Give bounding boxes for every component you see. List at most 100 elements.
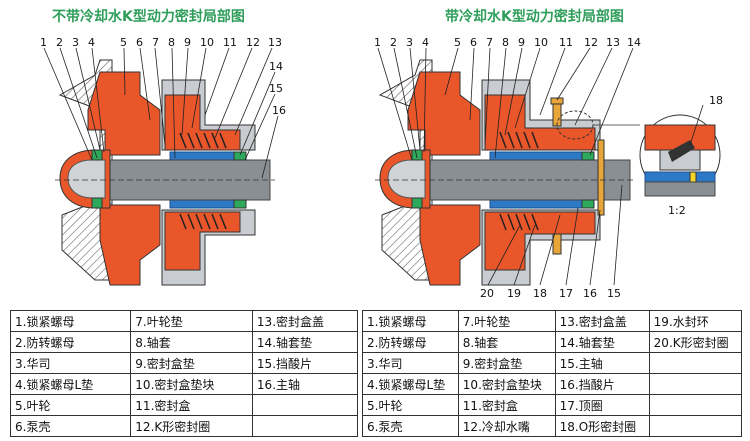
legend-cell: 11.密封盒	[457, 394, 556, 416]
legend-cell: 11.密封盒	[130, 394, 253, 416]
legend-cell	[648, 352, 743, 374]
legend-cell: 9.密封盒垫	[457, 352, 556, 374]
legend-cell	[648, 373, 743, 395]
right-label-7: 7	[486, 36, 493, 49]
legend-cell: 6.泵壳	[362, 415, 459, 437]
left-label-11: 11	[223, 36, 237, 49]
legend-cell: 10.密封盒垫块	[130, 373, 253, 395]
left-label-15: 15	[269, 82, 283, 95]
left-impeller-lower	[99, 204, 161, 286]
right-label-6: 6	[470, 36, 477, 49]
legend-cell: 4.锁紧螺母L垫	[9, 373, 132, 395]
legend-cell: 3.华司	[9, 352, 132, 374]
legend-cell: 7.叶轮垫	[130, 310, 253, 332]
right-spring-top	[499, 131, 539, 149]
left-impeller	[87, 71, 161, 156]
left-part-numbers: 1 2 3 4 5 6 7 8 9 10 11 12 13 14 15 16	[40, 36, 286, 117]
legend-cell: 14.轴套垫	[554, 331, 650, 353]
right-label-3: 3	[406, 36, 413, 49]
left-pump-drawing	[55, 59, 275, 286]
left-label-2: 2	[56, 36, 63, 49]
legend-cell: 17.顶圈	[554, 394, 650, 416]
legend-cell: 3.华司	[362, 352, 459, 374]
table-row: 3.华司 9.密封盒垫 15.挡酸片	[9, 352, 359, 374]
left-label-6: 6	[136, 36, 143, 49]
right-impeller-lower	[419, 204, 481, 286]
right-label-19: 19	[507, 287, 521, 300]
left-label-12: 12	[246, 36, 260, 49]
legend-cell: 1.锁紧螺母	[9, 310, 132, 332]
left-label-3: 3	[72, 36, 79, 49]
legend-cell: 14.轴套垫	[251, 331, 359, 353]
legend-cell	[251, 415, 359, 437]
left-label-13: 13	[268, 36, 282, 49]
right-label-10: 10	[534, 36, 548, 49]
right-label-13: 13	[606, 36, 620, 49]
right-leaders	[377, 47, 634, 286]
right-label-1: 1	[374, 36, 381, 49]
right-impeller	[407, 71, 481, 156]
right-label-14: 14	[627, 36, 641, 49]
legend-cell: 12.K形密封圈	[130, 415, 253, 437]
legend-cell: 15.挡酸片	[251, 352, 359, 374]
legend-cell	[648, 394, 743, 416]
right-label-8: 8	[502, 36, 509, 49]
left-label-7: 7	[152, 36, 159, 49]
legend-cell	[648, 415, 743, 437]
left-label-4: 4	[88, 36, 95, 49]
legend-cell: 2.防转螺母	[362, 331, 459, 353]
left-leaders	[43, 47, 279, 179]
table-row: 5.叶轮 11.密封盒 17.顶圈	[362, 394, 743, 416]
left-label-16: 16	[272, 104, 286, 117]
right-label-18: 18	[533, 287, 547, 300]
table-row: 6.泵壳 12.冷却水嘴 18.O形密封圈	[362, 415, 743, 437]
legend-cell: 5.叶轮	[362, 394, 459, 416]
legend-cell: 20.K形密封圈	[648, 331, 743, 353]
legend-cell: 10.密封盒垫块	[457, 373, 556, 395]
left-seal-housing-lower	[164, 211, 241, 271]
legend-cell: 16.主轴	[251, 373, 359, 395]
right-label-12: 12	[584, 36, 598, 49]
right-label-11: 11	[559, 36, 573, 49]
legend-cell: 1.锁紧螺母	[362, 310, 459, 332]
legend-cell: 8.轴套	[130, 331, 253, 353]
legend-cell: 6.泵壳	[9, 415, 132, 437]
table-row: 2.防转螺母 8.轴套 14.轴套垫 20.K形密封圈	[362, 331, 743, 353]
right-label-5: 5	[454, 36, 461, 49]
legend-cell: 13.密封盒盖	[554, 310, 650, 332]
right-label-2: 2	[390, 36, 397, 49]
legend-cell: 16.挡酸片	[554, 373, 650, 395]
table-row: 6.泵壳 12.K形密封圈	[9, 415, 359, 437]
legend-cell: 15.主轴	[554, 352, 650, 374]
legend-cell: 9.密封盒垫	[130, 352, 253, 374]
right-label-17: 17	[559, 287, 573, 300]
legend-cell	[251, 394, 359, 416]
right-water-nozzle-lower	[552, 233, 562, 255]
right-parts-legend: 1.锁紧螺母 7.叶轮垫 13.密封盒盖 19.水封环 2.防转螺母 8.轴套 …	[362, 310, 743, 437]
left-spring-top	[179, 132, 227, 149]
right-part-numbers: 1 2 3 4 5 6 7 8 9 10 11 12 13 14 20 19 1…	[374, 36, 641, 300]
left-label-9: 9	[184, 36, 191, 49]
legend-cell: 2.防转螺母	[9, 331, 132, 353]
right-label-20: 20	[480, 287, 494, 300]
table-row: 1.锁紧螺母 7.叶轮垫 13.密封盒盖 19.水封环	[362, 310, 743, 332]
detail-label-18: 18	[709, 94, 723, 107]
right-label-9: 9	[518, 36, 525, 49]
left-parts-legend: 1.锁紧螺母 7.叶轮垫 13.密封盒盖 2.防转螺母 8.轴套 14.轴套垫 …	[9, 310, 359, 437]
right-diagram-title: 带冷却水K型动力密封局部图	[445, 9, 624, 25]
left-label-1: 1	[40, 36, 47, 49]
right-label-4: 4	[422, 36, 429, 49]
table-row: 2.防转螺母 8.轴套 14.轴套垫	[9, 331, 359, 353]
legend-cell: 18.O形密封圈	[554, 415, 650, 437]
left-spring-bottom	[179, 213, 227, 230]
detail-scale: 1:2	[668, 204, 686, 217]
left-label-5: 5	[120, 36, 127, 49]
table-row: 4.锁紧螺母L垫 10.密封盒垫块 16.挡酸片	[362, 373, 743, 395]
right-seal-housing-lower	[484, 211, 596, 271]
left-label-8: 8	[168, 36, 175, 49]
legend-cell: 7.叶轮垫	[457, 310, 556, 332]
left-label-14: 14	[269, 60, 283, 73]
left-diagram-title: 不带冷却水K型动力密封局部图	[52, 9, 245, 25]
table-row: 4.锁紧螺母L垫 10.密封盒垫块 16.主轴	[9, 373, 359, 395]
right-label-15: 15	[607, 287, 621, 300]
